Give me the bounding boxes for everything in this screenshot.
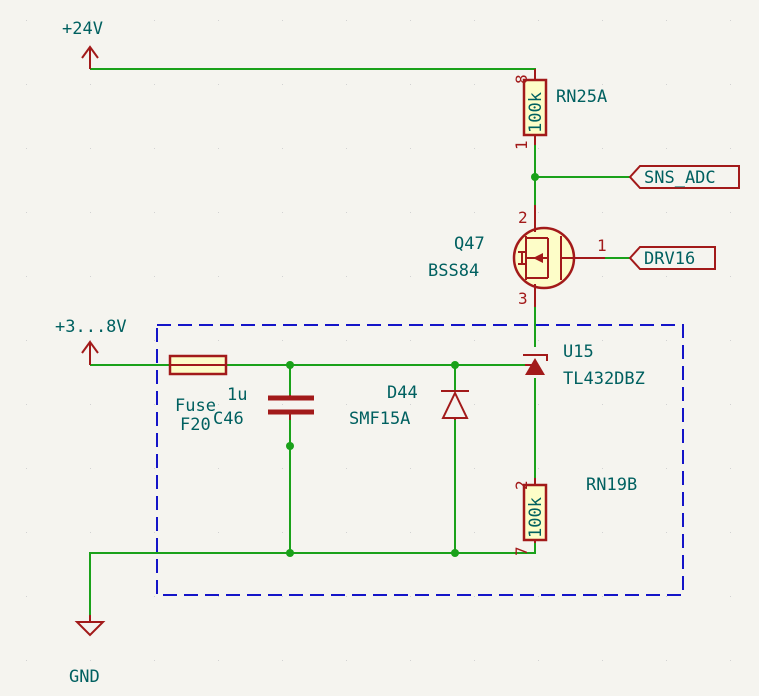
u15-ref: U15 — [563, 342, 594, 362]
resistor-icon — [522, 69, 548, 145]
rn19b-ref: RN19B — [586, 475, 637, 495]
power-arrow-icon — [81, 45, 99, 69]
resistor-icon — [522, 478, 548, 543]
mosfet-icon — [512, 205, 605, 307]
rn25a-value: 100k — [526, 92, 546, 133]
f20-ref: F20 — [180, 415, 211, 435]
sns-adc-label-shape — [628, 165, 740, 189]
junctions — [286, 173, 539, 557]
q47-pin-gate: 1 — [597, 236, 607, 255]
c46-value: 1u — [227, 385, 247, 405]
rn19b-pin-2: 2 — [512, 480, 531, 490]
rn19b-pin-7: 7 — [512, 546, 531, 556]
group-box — [156, 324, 684, 596]
c46-ref: C46 — [213, 409, 244, 429]
rn25a-pin-1: 1 — [512, 140, 531, 150]
ground-icon — [74, 615, 106, 637]
q47-pin-drain: 2 — [518, 208, 528, 227]
power-24v-label: +24V — [62, 19, 103, 39]
tvs-diode-icon — [441, 390, 469, 420]
q47-ref: Q47 — [454, 234, 485, 254]
q47-pin-source: 3 — [518, 289, 528, 308]
fuse-icon — [168, 354, 228, 376]
drv16-label: DRV16 — [644, 249, 695, 269]
d44-ref: D44 — [387, 383, 418, 403]
drv16-label-shape — [628, 246, 716, 270]
sns-adc-label: SNS_ADC — [644, 168, 716, 188]
d44-value: SMF15A — [349, 409, 410, 429]
power-3-8v-label: +3...8V — [55, 317, 127, 337]
f20-value: Fuse — [175, 396, 216, 416]
gnd-label: GND — [69, 667, 100, 687]
rn19b-value: 100k — [526, 497, 546, 538]
capacitor-icon — [268, 395, 314, 420]
q47-value: BSS84 — [428, 261, 479, 281]
u15-value: TL432DBZ — [563, 369, 645, 389]
rn25a-pin-8: 8 — [512, 74, 531, 84]
rn25a-ref: RN25A — [556, 87, 607, 107]
shunt-regulator-icon — [523, 354, 548, 375]
power-arrow-icon — [81, 340, 99, 365]
